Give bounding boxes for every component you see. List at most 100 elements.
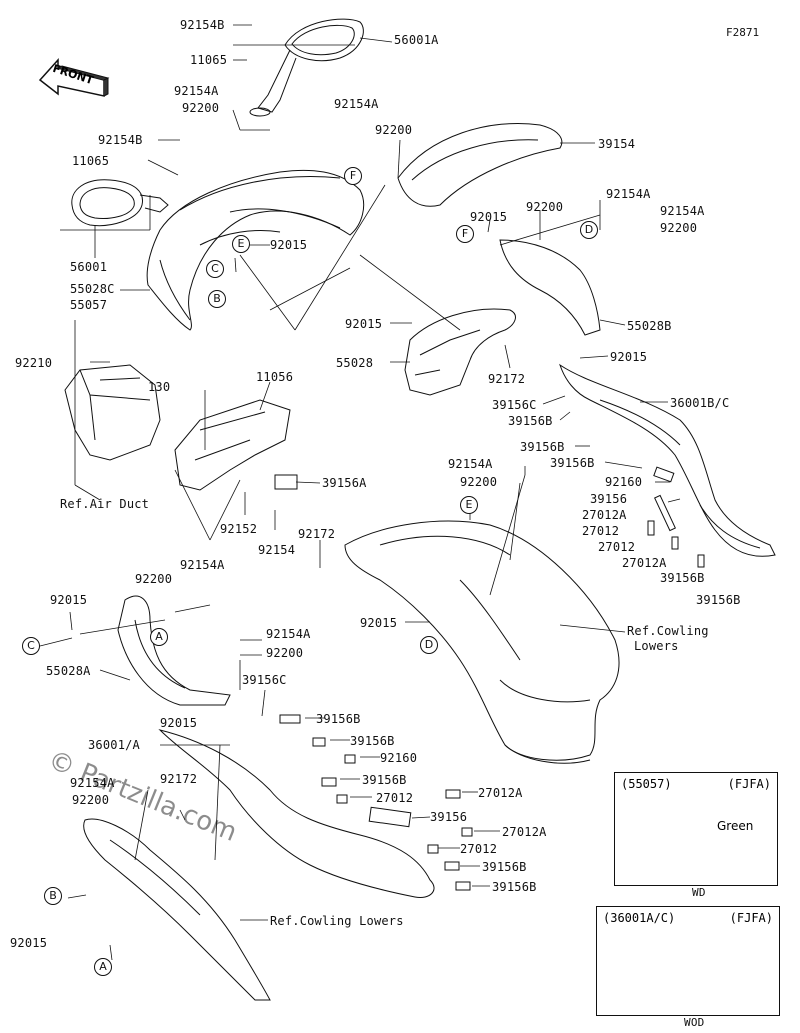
part-label: 92200 [266, 646, 304, 660]
part-label: 39154 [598, 137, 636, 151]
part-label: 130 [148, 380, 171, 394]
part-label: 39156B [508, 414, 553, 428]
part-label: 92154A [448, 457, 493, 471]
part-label: 36001/A [88, 738, 140, 752]
inset-wd-part: (55057) [621, 777, 672, 791]
part-label: 39156B [550, 456, 595, 470]
part-label: 92154 [258, 543, 296, 557]
callout-d: D [420, 636, 438, 654]
part-label: 39156B [362, 773, 407, 787]
part-label: 92154B [180, 18, 225, 32]
figure-code: F2871 [726, 26, 760, 39]
callout-b: B [44, 887, 62, 905]
part-label: 92210 [15, 356, 53, 370]
front-arrow-icon [38, 58, 110, 97]
part-label: 92152 [220, 522, 258, 536]
part-label: Lowers [634, 639, 679, 653]
part-label: 56001 [70, 260, 108, 274]
part-label: 55057 [70, 298, 108, 312]
inner-panel-11056-drawing [174, 399, 298, 491]
callout-a: A [94, 958, 112, 976]
part-label: 27012A [478, 786, 523, 800]
callout-b: B [208, 290, 226, 308]
part-label: 92172 [488, 372, 526, 386]
part-label: Ref.Air Duct [60, 497, 150, 511]
part-label: 27012A [622, 556, 667, 570]
cowling-55028a-drawing [117, 595, 231, 706]
part-label: 92015 [10, 936, 48, 950]
part-label: 55028C [70, 282, 115, 296]
part-label: 36001B/C [670, 396, 730, 410]
part-label: 92154A [660, 204, 705, 218]
part-label: 92172 [298, 527, 336, 541]
part-label: 39156C [242, 673, 287, 687]
part-label: 92154A [70, 776, 115, 790]
part-label: 39156 [430, 810, 468, 824]
part-label: 39156 [590, 492, 628, 506]
part-label: 39156B [350, 734, 395, 748]
callout-e: E [232, 235, 250, 253]
part-label: 39156B [492, 880, 537, 894]
part-label: 39156B [316, 712, 361, 726]
part-label: 11065 [190, 53, 228, 67]
part-label: 92200 [460, 475, 498, 489]
part-label: 39156A [322, 476, 367, 490]
part-label: 55028A [46, 664, 91, 678]
mirror-56001-drawing [71, 179, 169, 227]
part-label: 92200 [526, 200, 564, 214]
part-label: 27012A [502, 825, 547, 839]
inset-wd-color: Green [717, 819, 754, 833]
part-label: 92015 [160, 716, 198, 730]
inset-wod-code: (FJFA) [729, 911, 773, 925]
part-label: 92154A [266, 627, 311, 641]
side-panel-36001a-drawing [83, 729, 435, 1001]
part-label: 27012 [460, 842, 498, 856]
inset-wd-caption: WD [692, 886, 706, 899]
part-label: 39156C [492, 398, 537, 412]
part-label: 92015 [610, 350, 648, 364]
cowling-55028b-drawing [499, 239, 601, 336]
small-stickers-drawing [279, 466, 705, 891]
side-cowling-36001bc-drawing [559, 363, 776, 557]
part-label: 92154A [334, 97, 379, 111]
part-label: 92200 [375, 123, 413, 137]
inset-wod-part: (36001A/C) [603, 911, 676, 925]
part-label: 92015 [470, 210, 508, 224]
part-label: 92015 [360, 616, 398, 630]
part-label: 55028B [627, 319, 672, 333]
mirror-56001a-drawing [249, 18, 364, 117]
part-label: 27012 [598, 540, 636, 554]
callout-c: C [22, 637, 40, 655]
part-label: Ref.Cowling [627, 624, 709, 638]
inset-wod: (36001A/C) (FJFA) [596, 906, 780, 1016]
part-label: 11065 [72, 154, 110, 168]
part-label: 11056 [256, 370, 294, 384]
part-label: 92015 [50, 593, 88, 607]
part-label: 39156B [696, 593, 741, 607]
inner-cowling-55028-drawing [404, 308, 516, 396]
part-label: 55028 [336, 356, 374, 370]
inset-wod-caption: WOD [684, 1016, 705, 1029]
front-indicator: FRONT [38, 58, 106, 98]
part-label: 27012A [582, 508, 627, 522]
callout-d: D [580, 221, 598, 239]
air-duct-drawing [64, 364, 161, 461]
front-label: FRONT [51, 61, 96, 88]
part-label: 27012 [376, 791, 414, 805]
callout-a: A [150, 628, 168, 646]
part-label: 92200 [660, 221, 698, 235]
part-label: 92172 [160, 772, 198, 786]
part-label: 92015 [345, 317, 383, 331]
part-label: Ref.Cowling Lowers [270, 914, 404, 928]
upper-cowling-drawing [146, 169, 365, 331]
inset-wd: (55057) (FJFA) Green [614, 772, 778, 886]
part-label: 92200 [72, 793, 110, 807]
callout-f: F [344, 167, 362, 185]
part-label: 92154A [606, 187, 651, 201]
part-label: 56001A [394, 33, 439, 47]
part-label: 92160 [380, 751, 418, 765]
callout-c: C [206, 260, 224, 278]
part-label: 92015 [270, 238, 308, 252]
part-label: 39156B [660, 571, 705, 585]
